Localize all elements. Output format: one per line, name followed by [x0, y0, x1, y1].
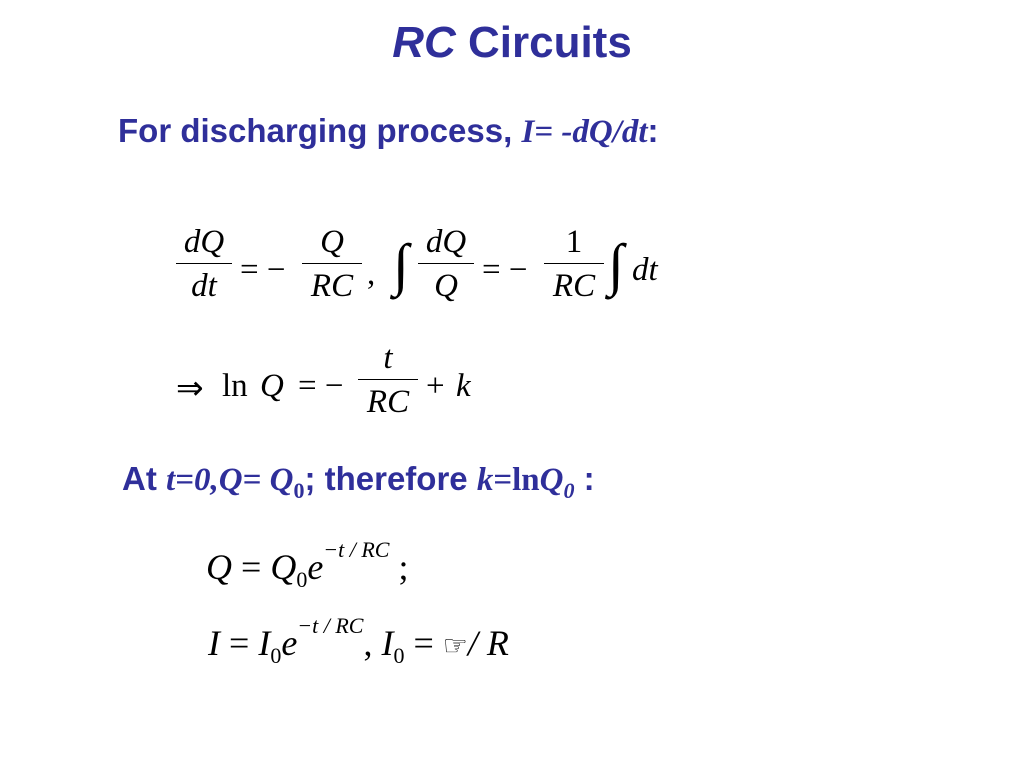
eq4-equals-2: = [413, 623, 434, 663]
eq2-q: Q [260, 368, 284, 404]
at-condition-sub: 0 [293, 478, 305, 503]
fraction-bar [418, 263, 474, 264]
fraction-bar [544, 263, 604, 264]
fraction-bar [176, 263, 232, 264]
initial-condition-line: At t=0,Q= Q0; therefore k=lnQ0 : [122, 460, 595, 503]
eq1-const-den: RC [552, 268, 596, 304]
eq4-comma: , [363, 623, 373, 663]
eq1-rhs-den: RC [310, 268, 354, 304]
eq3-semicolon: ; [398, 547, 409, 587]
eq1-const-num: 1 [565, 224, 583, 260]
at-q-sub: 0 [563, 478, 575, 503]
eq4-e: e [281, 623, 298, 663]
eq1-dt: dt [632, 252, 658, 288]
eq1-equals-minus: = − [240, 252, 286, 288]
eq2-ln: ln [222, 368, 248, 404]
title-rc: RC [392, 18, 456, 67]
eq1-const-fraction: 1 RC [544, 226, 604, 303]
eq1-lhs-den: dt [191, 268, 217, 304]
eq1-lhs-num: dQ [183, 224, 225, 260]
implies-arrow: ⇒ [176, 371, 204, 407]
at-k: k [476, 462, 494, 498]
eq2-equals-minus: = − [298, 368, 344, 404]
at-label: At [122, 460, 166, 497]
eq3-e: e [307, 547, 324, 587]
fraction-bar [302, 263, 362, 264]
eq2-fraction: t RC [358, 342, 418, 419]
eq3-q: Q [206, 547, 232, 587]
equation-4: I = I0e−t / RC, I0 = ☞/ R [208, 613, 509, 668]
integral-sign: ∫ [393, 232, 409, 297]
at-q: Q [539, 462, 564, 498]
eq3-exponent: −t / RC [323, 537, 390, 562]
intro-text: For discharging process, [118, 112, 522, 149]
eq2-num: t [383, 340, 393, 376]
at-condition: t=0,Q= Q [166, 462, 294, 498]
eq4-i: I [208, 623, 220, 663]
eq2-den: RC [366, 384, 410, 420]
eq4-i0-sub: 0 [270, 643, 282, 668]
pointing-hand-icon: ☞ [442, 631, 468, 662]
eq1-comma: , [367, 256, 376, 292]
eq1-equals-minus-2: = − [482, 252, 528, 288]
eq4-slash-r: / R [467, 623, 509, 663]
eq4-equals: = [229, 623, 250, 663]
intro-formula: I= -dQ/dt [521, 114, 648, 150]
eq1-int-fraction: dQ Q [418, 226, 474, 303]
eq1-rhs-num: Q [320, 224, 344, 260]
slide-title: RC Circuits [0, 18, 1024, 68]
at-colon: : [574, 460, 595, 497]
intro-line: For discharging process, I= -dQ/dt: [118, 112, 659, 151]
intro-colon: : [647, 112, 659, 149]
equation-3: Q = Q0e−t / RC ; [206, 537, 409, 592]
eq2-k: k [456, 368, 471, 404]
eq1-int-num: dQ [425, 224, 467, 260]
eq2-plus: + [426, 368, 445, 404]
eq4-i0b-sub: 0 [393, 643, 405, 668]
eq4-i0b: I [381, 623, 394, 663]
eq3-equals: = [241, 547, 262, 587]
eq1-int-den: Q [434, 268, 458, 304]
eq3-q0-sub: 0 [296, 567, 308, 592]
eq4-exponent: −t / RC [297, 613, 364, 638]
eq1-lhs-fraction: dQ dt [176, 226, 232, 303]
title-circuits: Circuits [455, 18, 632, 67]
eq1-rhs-fraction: Q RC [302, 226, 362, 303]
fraction-bar [358, 379, 418, 380]
eq3-q0: Q [270, 547, 297, 587]
integral-sign: ∫ [608, 232, 624, 297]
at-eq-ln: =ln [493, 462, 540, 498]
eq4-i0: I [258, 623, 271, 663]
at-therefore: ; therefore [304, 460, 477, 497]
